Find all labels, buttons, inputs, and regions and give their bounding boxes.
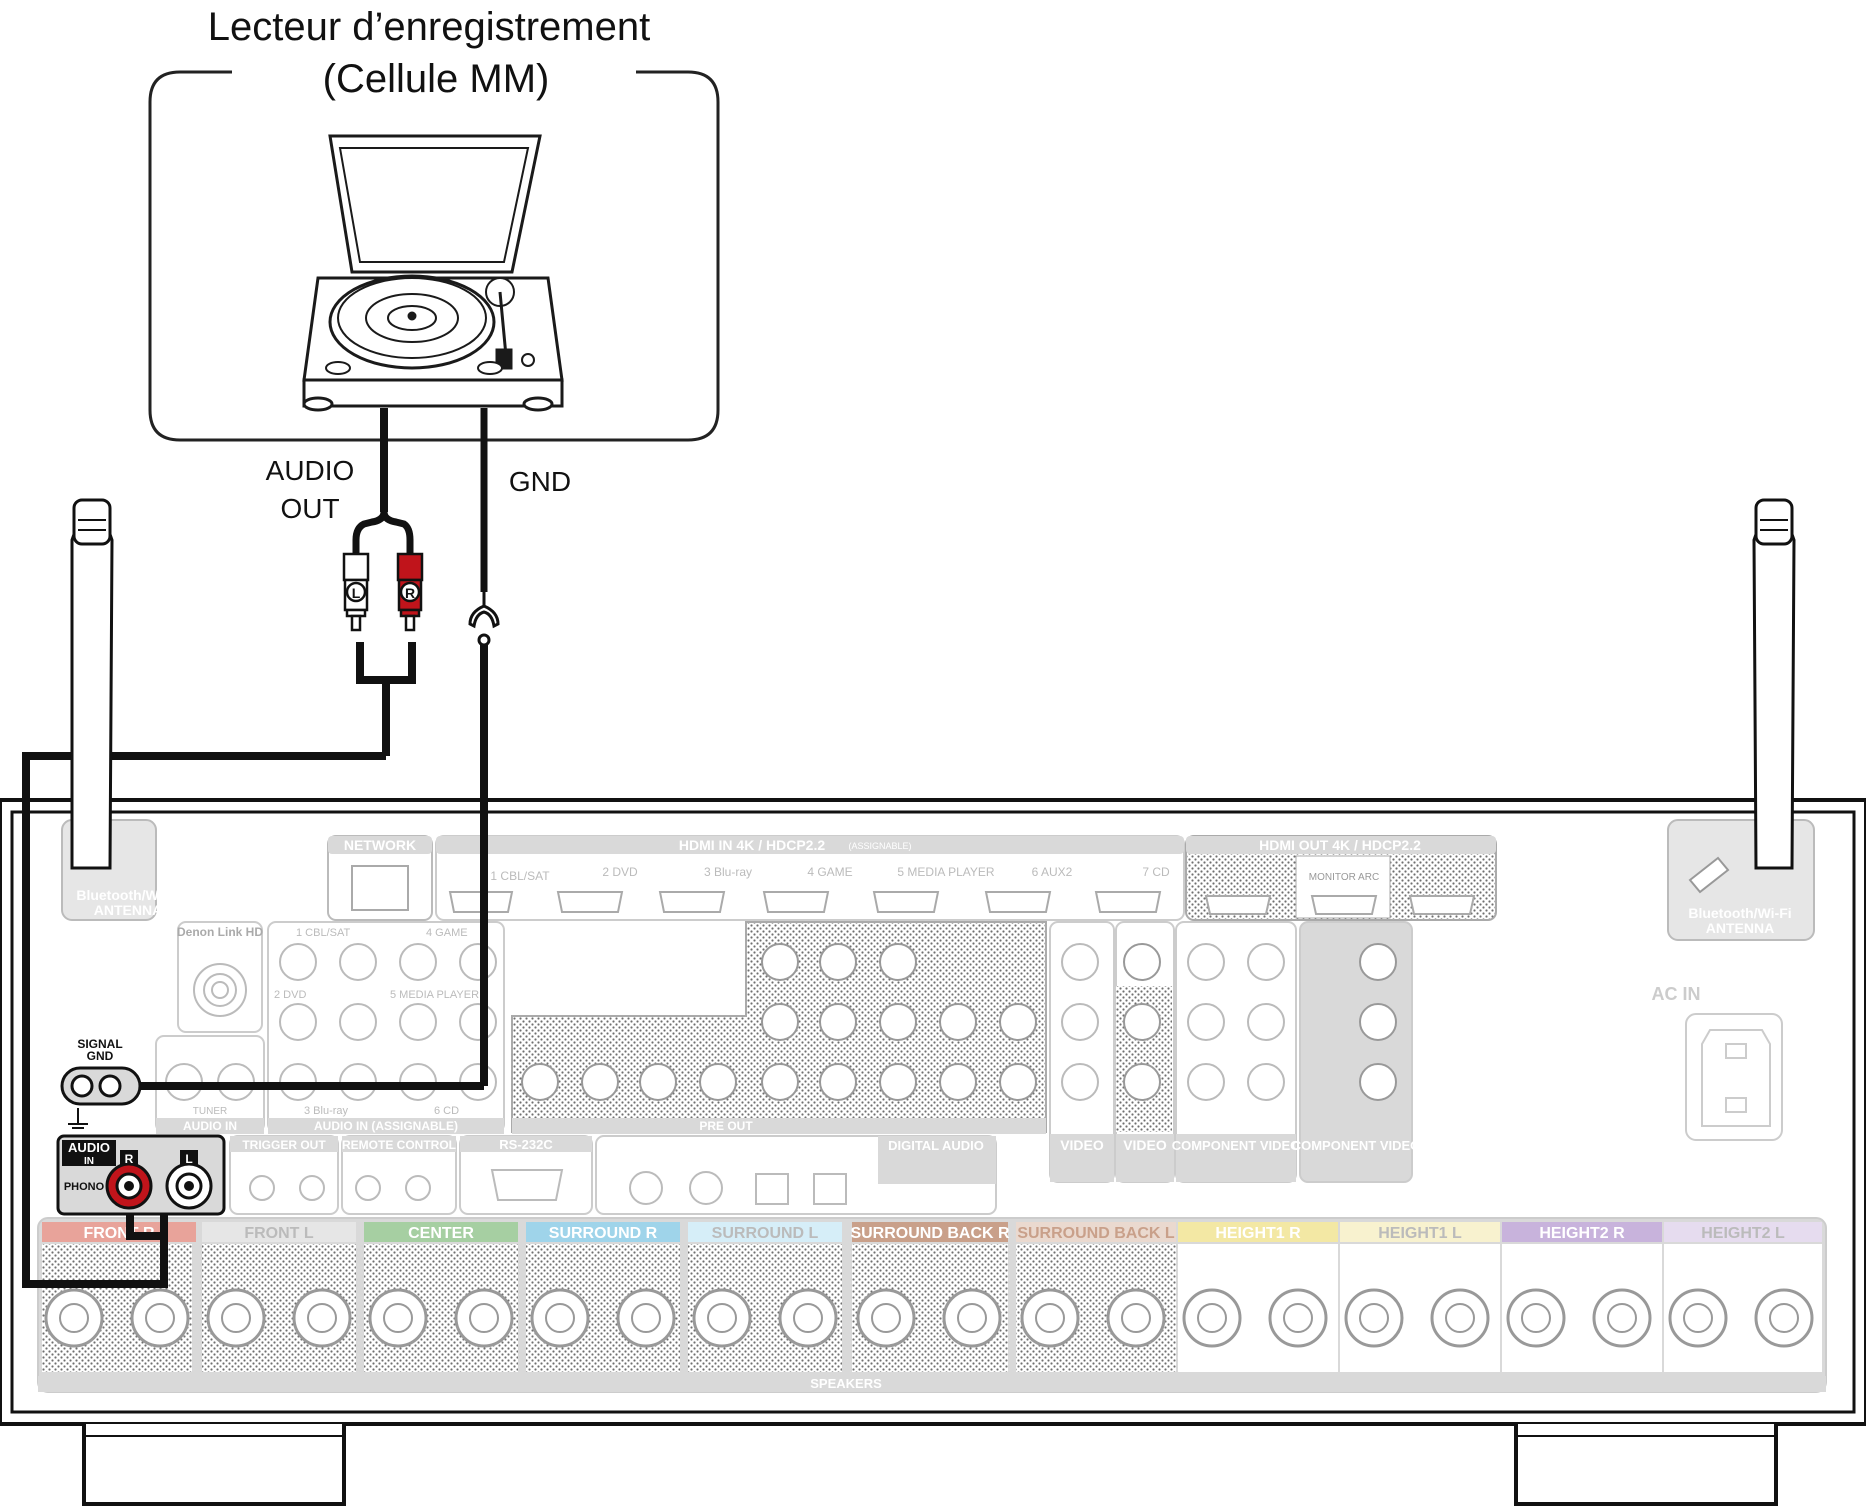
speaker-surround-back-l: SURROUND BACK L [1017,1225,1175,1242]
rca-plug-right [396,552,424,632]
tuner-label: TUNER [193,1106,227,1117]
phono-in-label: IN [84,1156,94,1167]
gnd-label: GND [509,466,571,497]
device-title-line2: (Cellule MM) [323,57,550,101]
analog-in-6: 6 CD [434,1105,459,1117]
cable-overlays [22,756,488,1288]
speaker-center: CENTER [408,1225,474,1242]
trigger-out-label: TRIGGER OUT [242,1138,326,1152]
speakers-block [37,1217,1827,1393]
pre-out-label: PRE OUT [699,1119,753,1133]
component-in-block [1175,921,1297,1183]
antenna-right-label-2: ANTENNA [1706,920,1774,936]
speaker-surround-r: SURROUND R [549,1225,658,1242]
speaker-surround-l: SURROUND L [712,1225,819,1242]
turntable-device: Lecteur d’enregistrement (Cellule MM) [148,5,720,442]
hdmi-in-label: HDMI IN 4K / HDCP2.2 [679,837,825,853]
ac-in-label: AC IN [1652,984,1701,1004]
phono-input-block [56,1134,226,1216]
signal-gnd-label-2: GND [87,1049,114,1063]
turntable-icon [302,134,564,412]
rca-plug-left [342,552,370,632]
phono-label: PHONO [64,1181,105,1193]
audio-in-assignable-block [267,921,505,1134]
analog-in-1: 1 CBL/SAT [296,927,350,939]
antenna-left [61,498,157,921]
audio-in-assignable-label: AUDIO IN (ASSIGNABLE) [314,1119,458,1133]
speakers-label: SPEAKERS [810,1376,882,1391]
speaker-height2-r: HEIGHT2 R [1539,1225,1625,1242]
denon-link-label: Denon Link HD [177,925,263,939]
digital-audio-block [595,1135,997,1215]
signal-gnd-terminal [60,1066,142,1129]
hdmi-in-2: 2 DVD [602,865,638,879]
speaker-height1-r: HEIGHT1 R [1215,1225,1301,1242]
remote-control-label: REMOTE CONTROL [342,1138,456,1152]
audio-out-label-line2: OUT [280,493,339,524]
analog-in-5: 5 MEDIA PLAYER [390,989,479,1001]
speaker-height2-l: HEIGHT2 L [1701,1225,1785,1242]
component-out-label: COMPONENT VIDEO [1292,1138,1421,1153]
receiver-foot-left [82,1424,346,1506]
phono-r-label: R [125,1152,134,1166]
antenna-left-label-2: ANTENNA [94,902,162,918]
analog-in-3: 3 Blu-ray [304,1105,349,1117]
network-port [327,835,433,921]
receiver-foot-right [1514,1424,1778,1506]
analog-in-4: 4 GAME [426,927,468,939]
digital-audio-label: DIGITAL AUDIO [888,1138,984,1153]
audio-out-label-line1: AUDIO [266,455,355,486]
rs232c-label: RS-232C [499,1137,553,1152]
speaker-surround-back-r: SURROUND BACK R [850,1225,1010,1242]
hdmi-in-5: 5 MEDIA PLAYER [897,865,994,879]
rca-plug-right-label: R [405,585,415,601]
hdmi-in-3: 3 Blu-ray [704,865,752,879]
hdmi-in-4: 4 GAME [807,865,852,879]
trigger-out-block [229,1135,339,1215]
speaker-front-l: FRONT L [244,1225,314,1242]
phono-l-label: L [185,1152,192,1166]
hdmi-out-label: HDMI OUT 4K / HDCP2.2 [1259,837,1421,853]
denon-link-port [177,921,263,1033]
audio-in-label: AUDIO IN [183,1119,237,1133]
hdmi-in-1: 1 CBL/SAT [490,869,550,883]
remote-control-block [341,1135,457,1215]
component-out-block [1299,921,1413,1183]
hdmi-out-panel [1185,835,1497,921]
phono-audio-label: AUDIO [68,1140,110,1155]
antenna-left-label-1: Bluetooth/Wi-Fi [76,887,179,903]
ac-in-socket [1685,1013,1783,1141]
video-out-block [1115,921,1175,1183]
rs232c-block [459,1135,593,1215]
device-title-line1: Lecteur d’enregistrement [208,5,650,49]
av-receiver: Bluetooth/Wi-Fi ANTENNA Bluetooth/Wi-Fi … [0,498,1866,1506]
video-out-label: VIDEO [1123,1137,1167,1153]
antenna-right [1667,498,1815,941]
component-in-label: COMPONENT VIDEO [1172,1138,1301,1153]
hdmi-in-note: (ASSIGNABLE) [848,841,911,851]
analog-in-2: 2 DVD [274,989,306,1001]
antenna-right-label-1: Bluetooth/Wi-Fi [1688,905,1791,921]
gnd-spade-lug [468,592,500,629]
video-in-block [1049,921,1115,1183]
rca-plug-left-label: L [352,585,361,601]
video-in-label: VIDEO [1060,1137,1104,1153]
signal-gnd-label-1: SIGNAL [77,1037,122,1051]
network-label: NETWORK [344,837,416,853]
hdmi-in-7: 7 CD [1142,865,1170,879]
hdmi-in-6: 6 AUX2 [1032,865,1073,879]
pre-out-block [511,921,1047,1134]
speaker-height1-l: HEIGHT1 L [1378,1225,1462,1242]
hdmi-out-arc: MONITOR ARC [1309,872,1379,883]
